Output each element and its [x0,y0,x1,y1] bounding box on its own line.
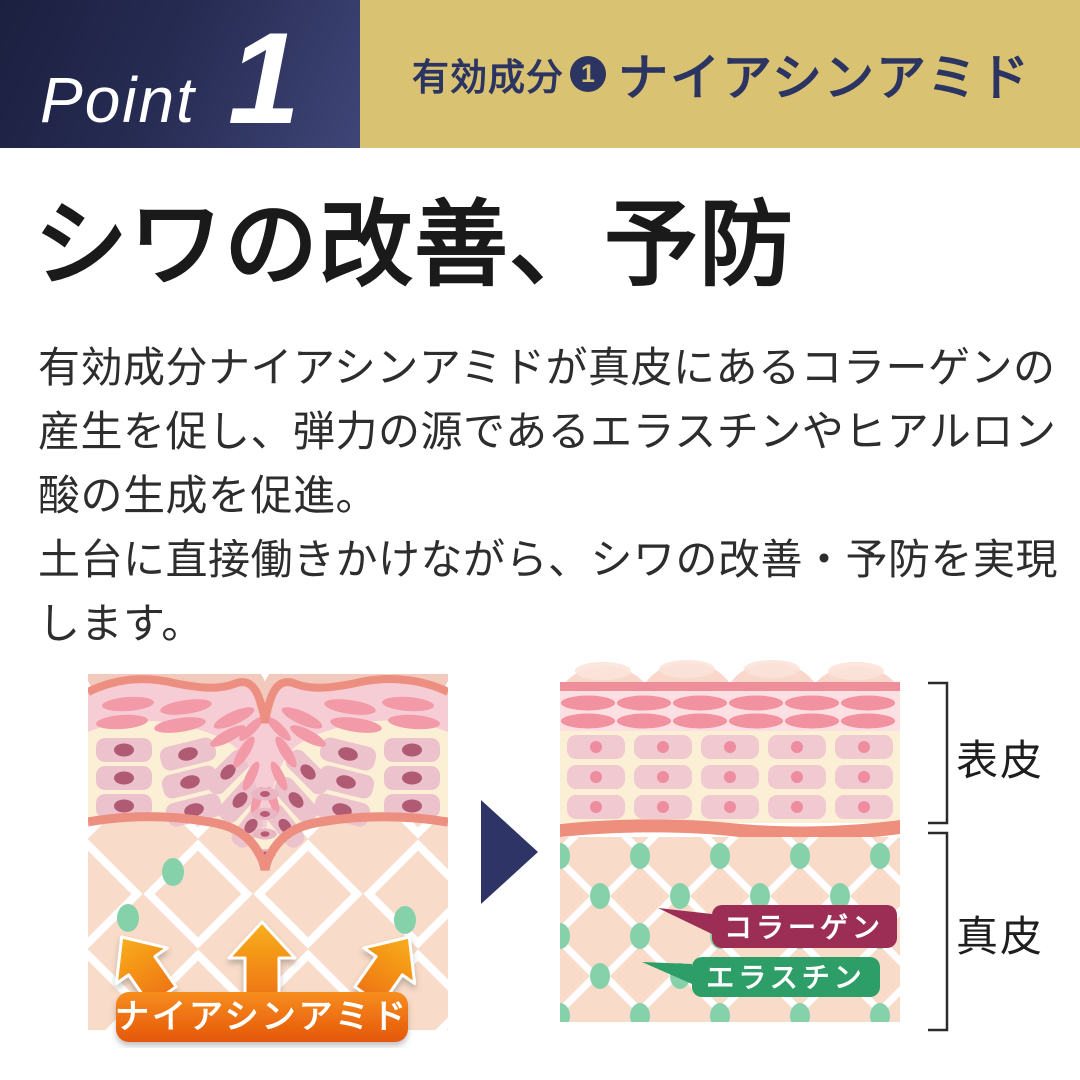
green-dot [162,858,184,886]
headline: シワの改善、予防 [34,192,795,297]
body-line-3: 酸の生成を促進。 [38,472,379,519]
elastin-badge-label: エラスチン [706,962,865,993]
surface-cells [561,695,895,729]
skin-diagram-smooth: コラーゲン エラスチン [560,660,900,1022]
surface-line [560,682,900,691]
boost-arrows [114,920,417,1007]
right-triangle-icon [481,800,538,904]
elastin-badge: エラスチン [642,957,880,997]
basal-cells [567,735,893,819]
body-line-5: します。 [38,600,204,647]
collagen-badge-label: コラーゲン [724,912,884,943]
dermis-bracket [928,831,949,1032]
green-dot [117,904,139,932]
surface-cells [96,696,440,814]
green-dot [394,906,416,934]
point-number: 1 [227,5,301,152]
collagen-badge: コラーゲン [658,905,897,948]
epidermis-bracket [928,681,949,825]
ingredient-index: 1 [581,59,595,88]
dermis-label: 真皮 [956,913,1045,960]
epidermis-label: 表皮 [956,737,1045,784]
ingredient-index-badge: 1 [570,56,606,92]
dermis-boundary-line [560,819,900,841]
skin-diagram-wrinkled: ナイアシンアミド [88,674,448,1042]
point-label: Point [40,64,196,136]
ingredient-banner: 有効成分 1 ナイアシンアミド [360,0,1080,148]
body-line-2: 産生を促し、弾力の源であるエラスチンやヒアルロン [38,408,1057,455]
upper-epidermis-region [560,691,900,731]
bump-highlights [575,660,884,680]
ingredient-name: ナイアシンアミド [618,50,1031,106]
layer-brackets [928,681,949,1032]
body-paragraph: 有効成分ナイアシンアミドが真皮にあるコラーゲンの 産生を促し、弾力の源であるエラ… [38,336,1058,656]
transition-arrow [481,800,538,904]
body-line-4: 土台に直接働きかけながら、シワの改善・予防を実現 [38,536,1059,583]
body-line-1: 有効成分ナイアシンアミドが真皮にあるコラーゲンの [38,344,1056,391]
skin-surface-line [88,675,448,724]
dermis-boundary-line [88,812,448,871]
niacinamide-badge-label: ナイアシンアミド [115,998,409,1036]
ingredient-prefix-label: 有効成分 [412,57,564,98]
niacinamide-badge: ナイアシンアミド [115,992,409,1042]
point-banner: Point 1 [0,0,360,148]
